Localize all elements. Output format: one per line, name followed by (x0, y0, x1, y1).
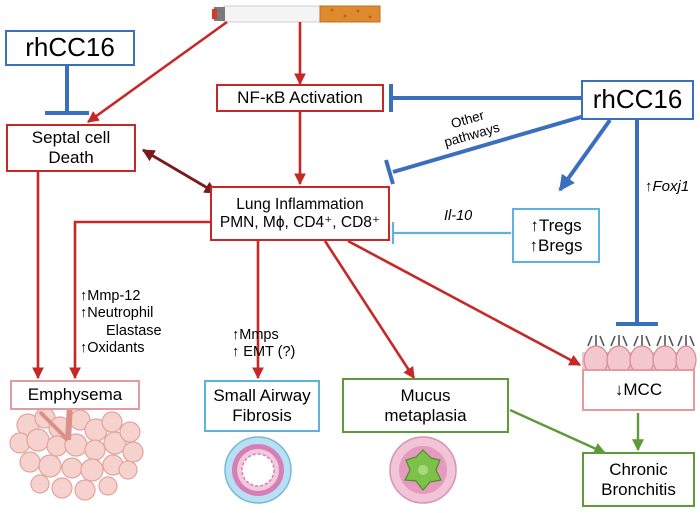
emphysema-node: Emphysema (10, 380, 140, 410)
small-airway-fibrosis-node: Small Airway Fibrosis (204, 380, 320, 432)
foxj1-gene: Foxj1 (652, 178, 690, 195)
fibrosis-mediators-label: ↑Mmps ↑ EMT (?) (232, 327, 295, 362)
emphysema-label: Emphysema (27, 385, 123, 405)
septal-lung-bidirectional-arrow (141, 148, 218, 195)
tregs-label: ↑Tregs (530, 215, 582, 235)
nfkb-activation-node: NF-κB Activation (216, 84, 384, 112)
cigarette-icon (212, 5, 381, 23)
mucus-metaplasia-node: Mucus metaplasia (342, 378, 509, 433)
septal-cell-death-node: Septal cell Death (6, 124, 136, 172)
chronic-bronchitis-node: Chronic Bronchitis (582, 452, 695, 507)
mediator-oxidants: ↑Oxidants (80, 340, 145, 357)
rhcc16-node-right: rhCC16 (581, 80, 694, 120)
mediator-mmps: ↑Mmps (232, 327, 279, 343)
septal-line2: Death (48, 148, 94, 167)
bregs-label: ↑Bregs (529, 235, 583, 255)
mediator-elastase: Elastase (106, 322, 162, 339)
il10-inhibition (391, 222, 511, 244)
rhcc16-right-label: rhCC16 (592, 84, 683, 115)
lung-inflammation-node: Lung Inflammation PMN, Mϕ, CD4⁺, CD8⁺ (210, 186, 390, 241)
il10-text: Il-10 (444, 208, 473, 224)
septal-line1: Septal cell (31, 128, 111, 148)
emphysema-mediators-label: ↑Mmp-12 ↑Neutrophil Elastase ↑Oxidants (80, 288, 162, 358)
foxj1-label: ↑Foxj1 (645, 178, 689, 196)
nfkb-label: NF-κB Activation (237, 88, 363, 108)
rhcc16-left-label: rhCC16 (25, 32, 115, 63)
alveoli-icon (9, 404, 144, 501)
inhibition-lines (45, 66, 658, 326)
tregs-bregs-node: ↑Tregs ↑Bregs (512, 208, 600, 263)
chronic-line2: Bronchitis (601, 479, 676, 499)
mcc-node: ↓MCC (582, 369, 695, 411)
foxj1-arrow: ↑ (645, 178, 653, 195)
mucus-airway-icon (389, 436, 457, 504)
small-airway-line2: Fibrosis (232, 406, 292, 425)
mediator-emt: ↑ EMT (?) (232, 344, 296, 361)
il10-label: Il-10 (444, 208, 472, 225)
small-airway-line1: Small Airway (213, 386, 311, 406)
ciliated-epithelium-icon (582, 335, 697, 375)
mediator-mmp12: ↑Mmp-12 (80, 288, 141, 304)
mucus-line1: Mucus (400, 385, 451, 405)
green-arrows (509, 408, 644, 455)
mediator-neutrophil: ↑Neutrophil (80, 305, 154, 322)
chronic-line1: Chronic (609, 459, 668, 479)
mucus-line2: metaplasia (384, 405, 467, 425)
airway-fibrosis-icon (224, 436, 292, 504)
rhcc16-to-tregs-arrow (558, 118, 612, 192)
rhcc16-node-left: rhCC16 (5, 30, 135, 66)
lung-line1: Lung Inflammation (236, 195, 364, 213)
mcc-label: ↓MCC (614, 380, 663, 400)
red-activation-arrows (32, 20, 582, 380)
lung-line2: PMN, Mϕ, CD4⁺, CD8⁺ (219, 213, 381, 231)
